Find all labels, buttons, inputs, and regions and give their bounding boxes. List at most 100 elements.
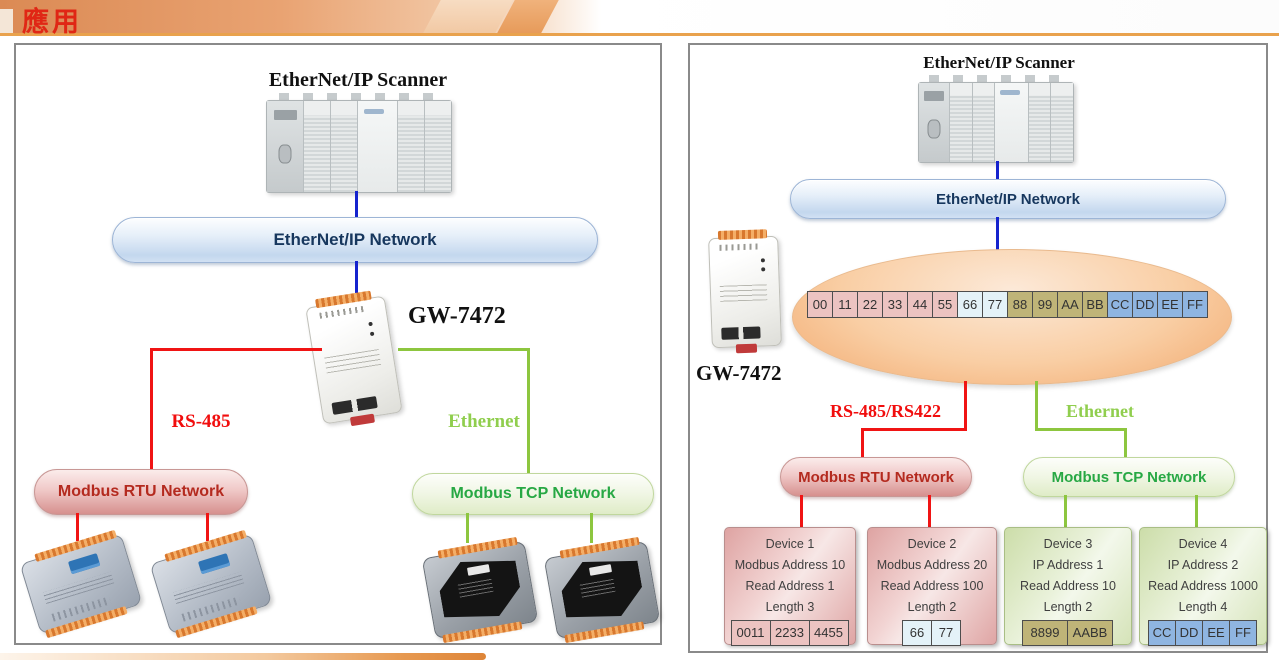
device-1-box: Device 1 Modbus Address 10 Read Address …: [724, 527, 856, 646]
device-length: Length 2: [1043, 600, 1093, 614]
modbus-rtu-device-image: [149, 529, 273, 639]
modbus-tcp-network-label: Modbus TCP Network: [1051, 468, 1207, 486]
modbus-rtu-network-pill: Modbus RTU Network: [34, 469, 248, 515]
page-title: 應用: [22, 7, 82, 37]
data-cell: 0011: [730, 620, 771, 646]
device-read: Read Address 10: [1020, 579, 1116, 593]
device-data-cells: 0011 2233 4455: [725, 620, 855, 646]
gateway-connector: [735, 343, 757, 354]
connection-line-tcp-device: [1064, 495, 1067, 527]
device-2-box: Device 2 Modbus Address 20 Read Address …: [867, 527, 997, 646]
plc-image: [918, 75, 1074, 163]
plc-rack: [918, 82, 1074, 163]
connection-line-rtu-device: [76, 513, 79, 541]
connection-line-ethernet: [1124, 428, 1127, 459]
device-title: Device 4: [1178, 537, 1228, 551]
plc-rack: [266, 100, 452, 193]
byte-cell: DD: [1132, 291, 1158, 318]
data-cell: CC: [1148, 620, 1176, 646]
modbus-tcp-device-image: [421, 536, 539, 644]
modbus-rtu-device-image: [19, 529, 143, 639]
device-data-cells: CC DD EE FF: [1140, 620, 1266, 646]
scanner-label: EtherNet/IP Scanner: [268, 69, 448, 91]
rs485-rs422-label: RS-485/RS422: [829, 401, 941, 421]
connection-line-rs485: [861, 428, 967, 431]
byte-cell: 22: [857, 291, 883, 318]
header-bar: [0, 0, 1279, 33]
right-diagram-panel: EtherNet/IP Scanner EtherNet/IP Network: [688, 43, 1268, 653]
device-address: IP Address 1: [1032, 558, 1104, 572]
connection-line-rs485: [964, 381, 967, 430]
ethernet-label: Ethernet: [1066, 401, 1134, 421]
data-cell: DD: [1175, 620, 1203, 646]
device-title: Device 1: [765, 537, 815, 551]
device-title: Device 2: [907, 537, 957, 551]
modbus-tcp-network-label: Modbus TCP Network: [450, 485, 616, 502]
plc-io-module: [1051, 83, 1073, 162]
ethernetip-network-label: EtherNet/IP Network: [936, 190, 1080, 208]
modbus-rtu-network-pill: Modbus RTU Network: [780, 457, 972, 497]
data-cell: FF: [1229, 620, 1257, 646]
device-length: Length 4: [1178, 600, 1228, 614]
gateway-label-print: [719, 284, 768, 303]
gateway-label: GW-7472: [696, 361, 782, 385]
header-underline: [0, 33, 1279, 36]
byte-cell: 77: [982, 291, 1008, 318]
byte-cell: BB: [1082, 291, 1108, 318]
ethernetip-network-pill: EtherNet/IP Network: [790, 179, 1226, 219]
header-notch: [0, 9, 13, 35]
plc-io-module: [1028, 83, 1052, 162]
connection-line-ethernetip: [355, 191, 358, 218]
byte-cell: 99: [1032, 291, 1058, 318]
byte-cell: 11: [832, 291, 858, 318]
byte-cell: 33: [882, 291, 908, 318]
icpcon-logo: [67, 553, 101, 575]
byte-cell: 55: [932, 291, 958, 318]
plc-cpu-module: [995, 83, 1029, 162]
connection-line-ethernet: [1035, 428, 1127, 431]
connection-line-ethernetip: [355, 261, 358, 321]
connection-line-tcp-device: [1195, 495, 1198, 527]
byte-cell: CC: [1107, 291, 1133, 318]
plc-top-clips: [279, 93, 439, 100]
footer-accent-bar: [0, 653, 486, 660]
connection-line-ethernet: [1035, 381, 1038, 430]
byte-cell: 88: [1007, 291, 1033, 318]
gateway-label: GW-7472: [408, 303, 506, 329]
device-read: Read Address 100: [880, 579, 984, 593]
plc-controller-module: [919, 83, 951, 162]
device-data-cells: 66 77: [868, 620, 996, 646]
plc-top-clips: [928, 75, 1064, 82]
data-cell: 8899: [1022, 620, 1068, 646]
connection-line-rtu-device: [800, 495, 803, 527]
connection-line-ethernetip: [996, 161, 999, 179]
byte-cell: 00: [807, 291, 833, 318]
db9-connector: [278, 144, 292, 164]
ethernetip-network-label: EtherNet/IP Network: [273, 230, 437, 249]
device-address: Modbus Address 10: [734, 558, 846, 572]
modbus-tcp-network-pill: Modbus TCP Network: [412, 473, 654, 515]
device-length: Length 2: [907, 600, 957, 614]
plc-io-module: [950, 83, 973, 162]
device-read: Read Address 1000: [1148, 579, 1258, 593]
data-cell: 2233: [769, 620, 810, 646]
ethernetip-network-pill: EtherNet/IP Network: [112, 217, 598, 263]
scanner-label: EtherNet/IP Scanner: [923, 53, 1075, 72]
ethernet-label: Ethernet: [448, 411, 520, 432]
device-address: Modbus Address 20: [876, 558, 988, 572]
device-length: Length 3: [765, 600, 815, 614]
connection-line-ethernetip: [996, 217, 999, 250]
gateway-ports: [721, 326, 761, 340]
connection-line-rs485: [861, 428, 864, 459]
plc-logo: [363, 109, 384, 115]
data-cell: 77: [931, 620, 961, 646]
connection-line-rtu-device: [928, 495, 931, 527]
plc-cpu-module: [358, 101, 399, 192]
plc-image: [266, 93, 452, 193]
device-read: Read Address 1: [745, 579, 835, 593]
connection-line-ethernet: [398, 348, 530, 351]
data-cell: AABB: [1067, 620, 1113, 646]
device-address: IP Address 2: [1167, 558, 1239, 572]
terminal-block: [717, 229, 767, 240]
